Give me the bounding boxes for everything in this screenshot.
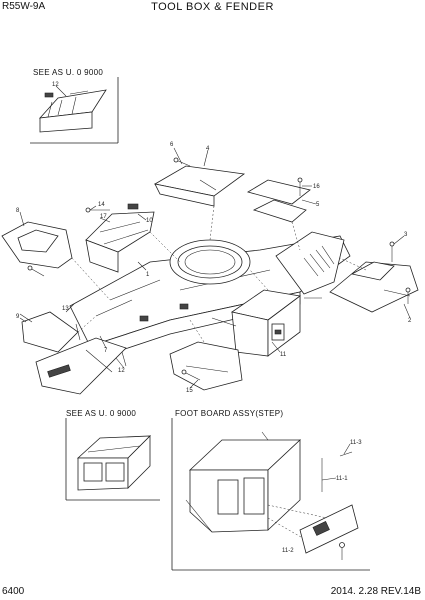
inset-bottom-right-label: FOOT BOARD ASSY(STEP) [175,409,284,418]
inset-top-toolbox [38,89,107,133]
callout-2: 2 [408,318,412,324]
callout-8: 8 [16,208,20,214]
inset-top-frame [30,77,119,144]
callout-1: 1 [146,272,150,278]
inset-bottom-left-stepbox [76,435,152,491]
callout-11: 11 [280,352,287,358]
page-number: 6400 [2,586,25,597]
right-cover-plate [246,179,311,223]
callout-17: 17 [100,214,107,220]
callout-11-3: 11-3 [350,440,362,446]
callout-11-2: 11-2 [282,548,294,554]
callout-9: 9 [16,314,20,320]
callout-14: 14 [98,202,105,208]
page-title: TOOL BOX & FENDER [151,1,274,13]
model-code: R55W-9A [2,1,46,12]
callout-7: 7 [104,348,108,354]
inset-bottom-right-frame [171,418,370,571]
callout-numbers: 6 4 16 5 8 14 17 10 3 2 9 7 12 13 15 11 … [16,82,412,554]
left-footstep [21,311,127,395]
swing-ring [169,239,251,285]
callout-15: 15 [186,388,193,394]
right-front-fender [329,261,419,313]
top-cover-plate [153,165,246,207]
callout-10: 10 [146,218,153,224]
callout-13: 13 [62,306,69,312]
inset-bottom-left-frame [65,418,160,501]
right-fender [275,231,345,295]
callout-leaders [19,85,411,481]
inset-bottom-left-label: SEE AS U. 0 9000 [66,409,137,418]
left-fender [1,221,73,269]
left-toolbox [85,203,155,273]
callout-11-1: 11-1 [336,476,348,482]
revision-date: 2014. 2.28 REV.14B [330,586,421,597]
callout-5: 5 [316,202,320,208]
callout-4: 4 [206,146,210,152]
right-toolbox [211,289,301,357]
footboard-assy [185,431,359,560]
callout-inset-12: 12 [52,82,59,88]
explode-lines [71,205,367,343]
callout-6: 6 [170,142,174,148]
callout-16: 16 [313,184,320,190]
bottom-step-pan [169,341,243,391]
inset-top-label: SEE AS U. 0 9000 [33,68,104,77]
callout-3: 3 [404,232,408,238]
callout-12: 12 [118,368,125,374]
